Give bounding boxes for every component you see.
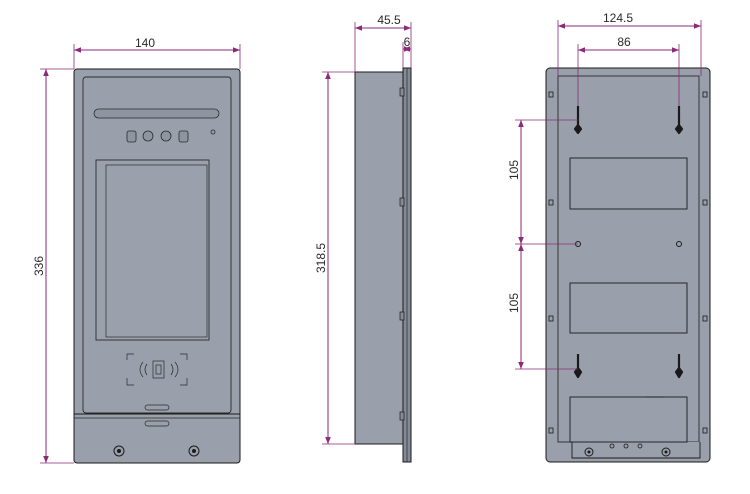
front-width-dimension: 140 xyxy=(73,36,241,69)
back-vertical-dimensions: 105 105 xyxy=(507,119,578,370)
side-depth-label: 45.5 xyxy=(377,13,401,27)
back-hole-spacing-dimension: 86 xyxy=(577,35,680,106)
back-width-dimension: 124.5 xyxy=(557,11,702,76)
side-depth-dimension: 45.5 xyxy=(354,13,412,72)
back-view xyxy=(545,67,711,463)
screw-hole-icon xyxy=(113,445,200,457)
front-height-dimension: 336 xyxy=(32,68,74,464)
back-inner-box xyxy=(557,75,700,443)
side-height-dimension: 318.5 xyxy=(314,71,355,445)
side-flange-dimension: 6 xyxy=(402,35,411,68)
nfc-card-reader-icon xyxy=(126,353,188,386)
side-body xyxy=(354,71,404,445)
speaker-grille xyxy=(93,108,220,119)
front-height-label: 336 xyxy=(32,256,46,276)
side-flange-label: 6 xyxy=(404,35,411,49)
side-slot-marks xyxy=(548,91,708,434)
back-upper-spacing-label: 105 xyxy=(507,160,521,180)
lower-grille-bottom xyxy=(144,420,170,427)
side-view xyxy=(354,67,412,463)
side-height-label: 318.5 xyxy=(314,243,328,273)
camera-sensor-row xyxy=(126,129,216,143)
side-tabs xyxy=(399,87,405,421)
back-width-label: 124.5 xyxy=(603,11,633,25)
lower-grille-top xyxy=(144,404,170,411)
middle-window xyxy=(569,282,688,334)
upper-window xyxy=(569,157,688,210)
back-lower-spacing-label: 105 xyxy=(507,293,521,313)
lower-window xyxy=(569,396,688,443)
bottom-screws xyxy=(584,443,671,457)
back-hole-spacing-label: 86 xyxy=(617,35,631,49)
front-width-label: 140 xyxy=(135,36,155,50)
display-screen xyxy=(95,159,210,341)
front-view xyxy=(73,68,241,464)
keyhole-slot-icon xyxy=(573,106,684,379)
